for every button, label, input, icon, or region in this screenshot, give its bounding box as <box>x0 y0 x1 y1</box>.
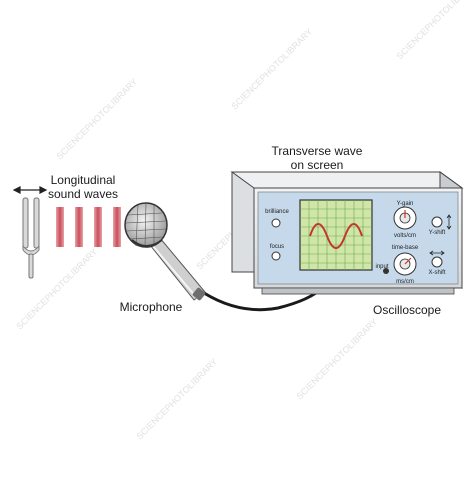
ms-cm-label: ms/cm <box>396 279 414 285</box>
x-shift-label: X-shift <box>428 270 445 276</box>
focus-label: focus <box>270 244 284 250</box>
watermark-text: SCIENCEPHOTOLIBRARY <box>54 76 139 161</box>
watermark-text: SCIENCEPHOTOLIBRARY <box>394 0 474 61</box>
sound-waves-label: sound waves <box>48 187 118 201</box>
brilliance-label: brilliance <box>265 209 289 215</box>
watermark-text: SCIENCEPHOTOLIBRARY <box>14 246 99 331</box>
watermark-text: SCIENCEPHOTOLIBRARY <box>134 356 219 441</box>
focus-knob <box>271 251 281 261</box>
y-shift-knob <box>431 216 443 228</box>
y-shift-label: Y-shift <box>429 230 446 236</box>
on-screen-label: on screen <box>291 158 344 172</box>
oscilloscope-icon <box>230 171 464 295</box>
brilliance-knob <box>271 218 281 228</box>
compression-band <box>113 207 121 247</box>
y-gain-label: Y-gain <box>397 201 414 207</box>
transverse-wave-trace <box>309 223 363 249</box>
compression-band <box>56 207 64 247</box>
watermark-text: SCIENCEPHOTOLIBRARY <box>229 26 314 111</box>
microphone-label: Microphone <box>120 300 183 314</box>
compression-band <box>75 207 83 247</box>
transverse-label: Transverse wave <box>272 144 363 158</box>
input-socket <box>383 268 389 274</box>
vibration-arrow-icon <box>12 186 48 194</box>
input-label: input <box>375 264 388 270</box>
longitudinal-label: Longitudinal <box>51 173 116 187</box>
compression-band <box>94 207 102 247</box>
volts-cm-label: volts/cm <box>394 233 416 239</box>
tuning-fork-icon <box>22 197 40 279</box>
time-base-label: time-base <box>392 245 419 251</box>
oscilloscope-label: Oscilloscope <box>373 303 441 317</box>
watermark-text: SCIENCEPHOTOLIBRARY <box>294 316 379 401</box>
sound-wave-bands <box>56 207 121 247</box>
x-shift-knob <box>431 256 443 268</box>
